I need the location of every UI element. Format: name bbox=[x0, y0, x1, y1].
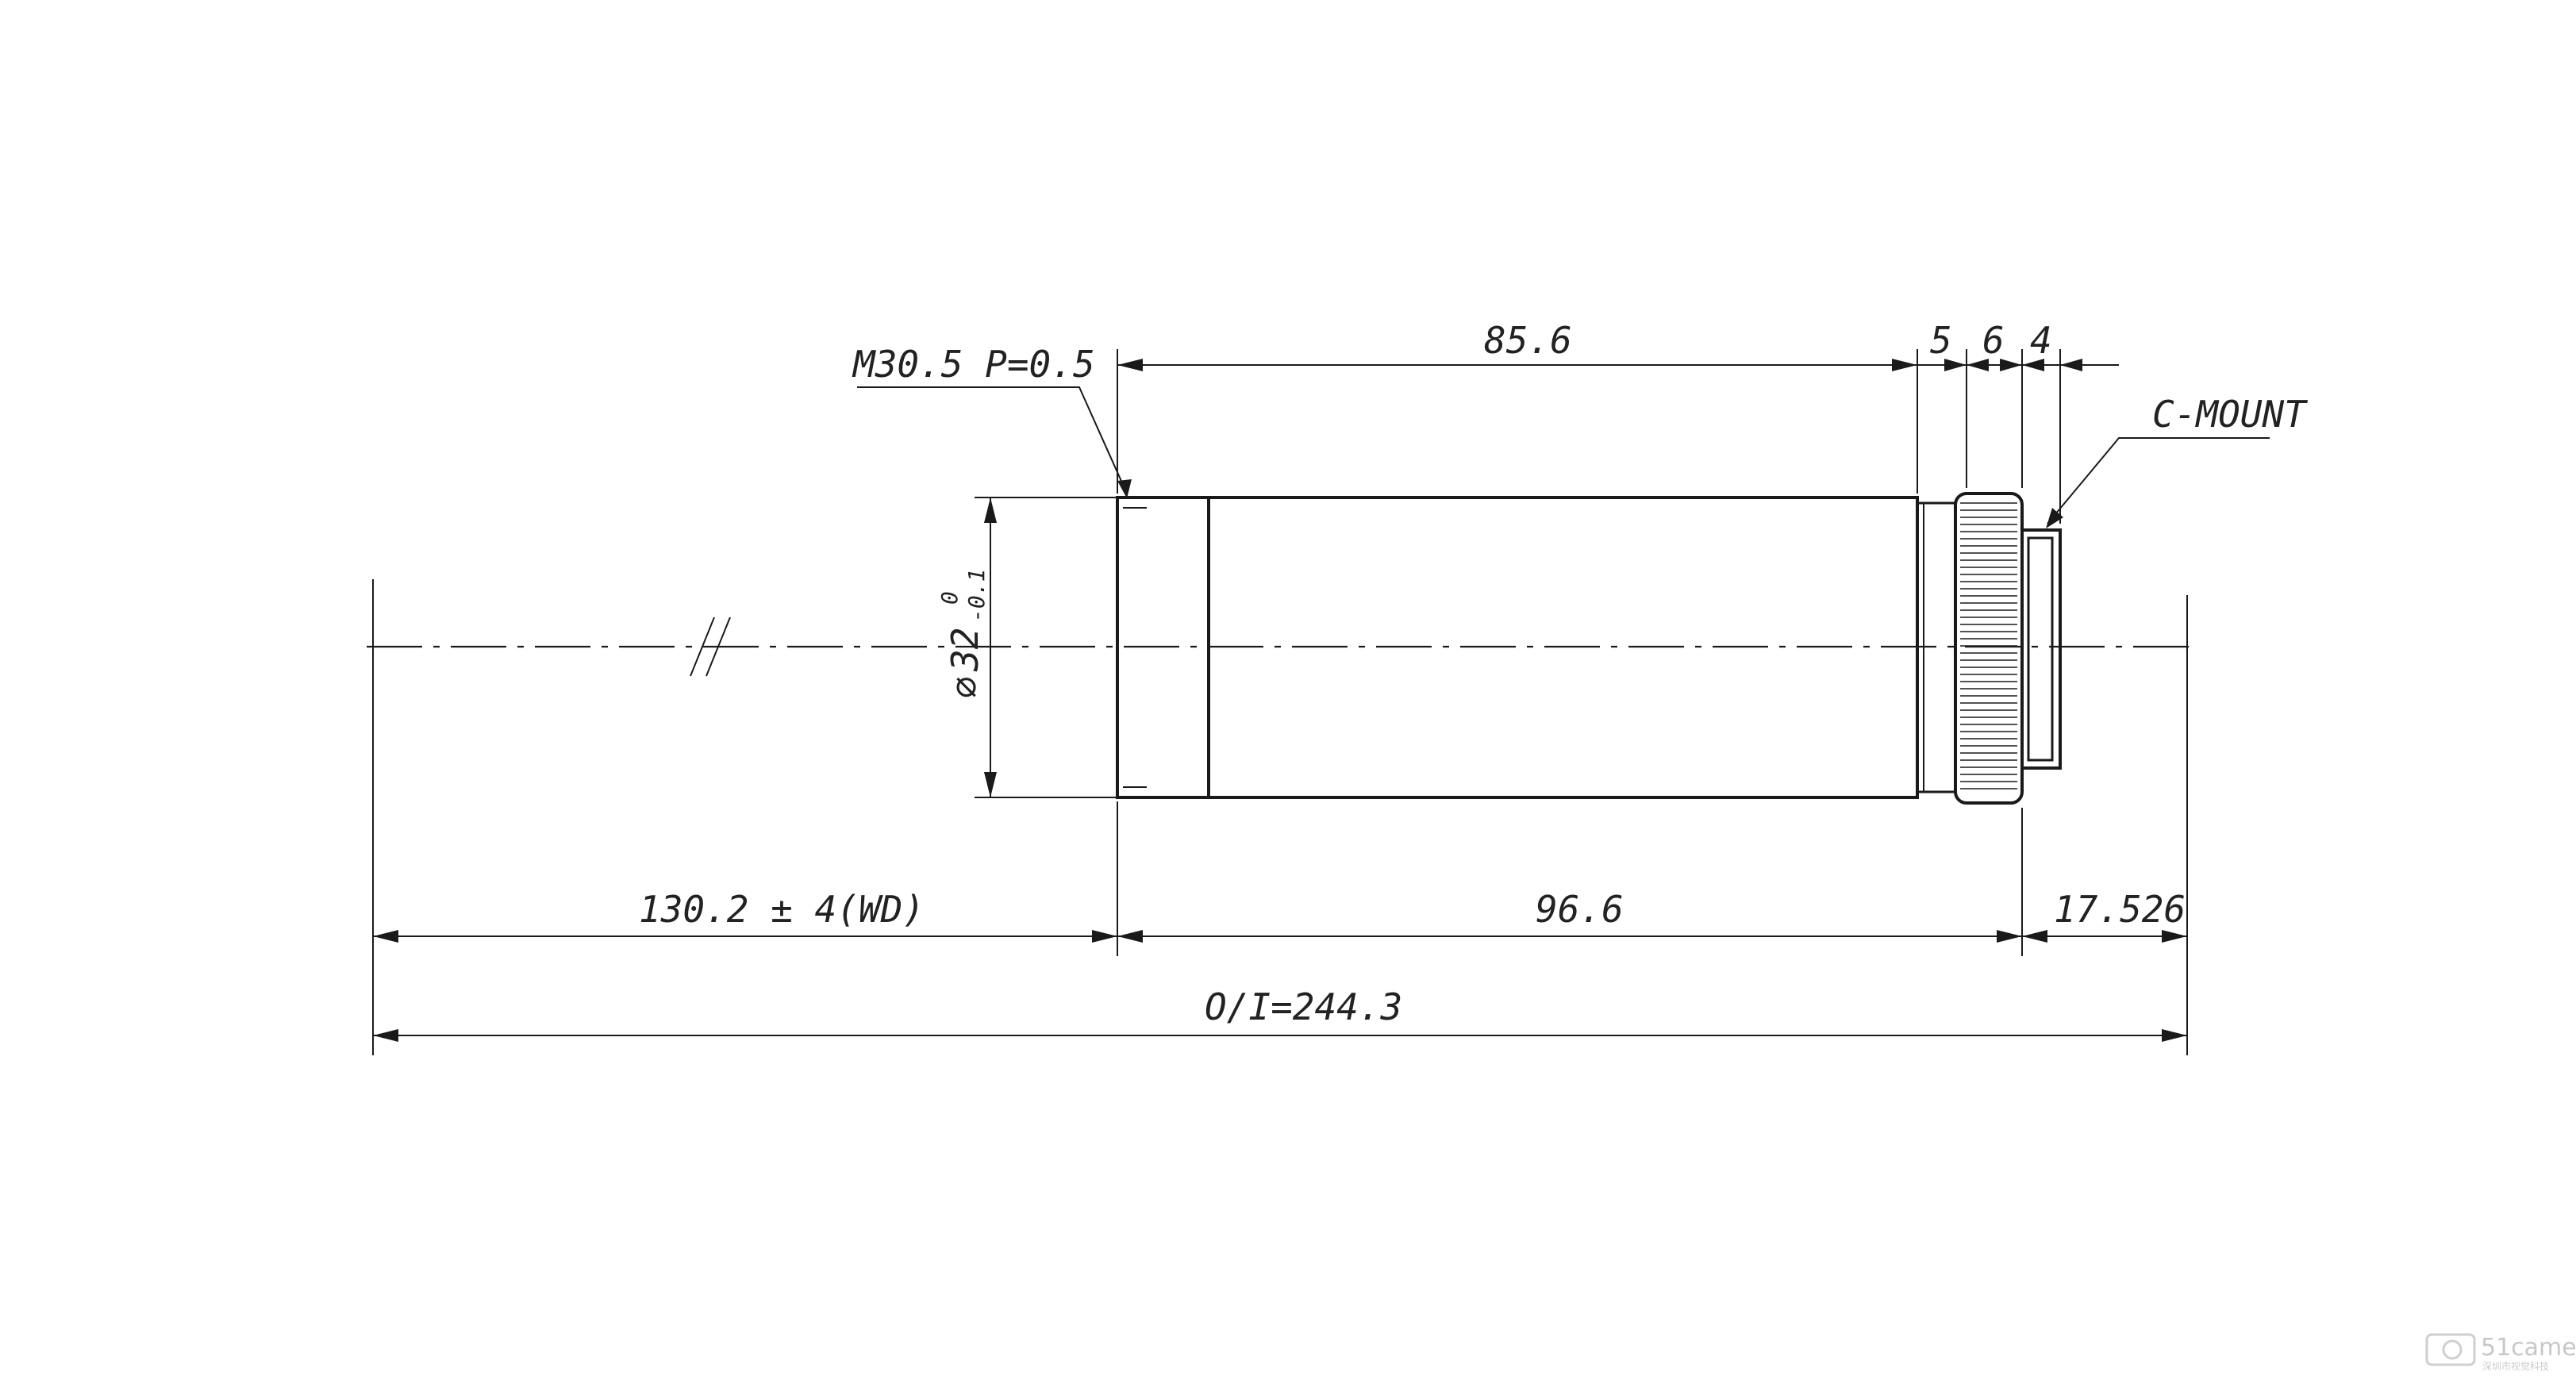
dim-step-c: 4 bbox=[2030, 319, 2052, 362]
dim-body-length: 85.6 bbox=[1484, 319, 1572, 362]
dim-step-a: 5 bbox=[1930, 319, 1952, 362]
knurl-pattern bbox=[1960, 502, 2017, 789]
dim-tol-lower: -0.1 bbox=[963, 569, 990, 622]
thread-leader-line bbox=[857, 386, 1128, 494]
axis-break-mark-2 bbox=[706, 617, 731, 677]
camera-logo-icon bbox=[2425, 1333, 2476, 1366]
dim-diameter-value: 32 bbox=[944, 628, 986, 672]
dim-step-b: 6 bbox=[1982, 319, 2005, 362]
dim-overall: O/I=244.3 bbox=[1205, 985, 1402, 1028]
dim-working-distance: 130.2 ± 4(WD) bbox=[639, 888, 925, 931]
lens-body bbox=[1116, 492, 2062, 805]
mount-label: C-MOUNT bbox=[2152, 393, 2308, 436]
dim-flange: 17.526 bbox=[2054, 888, 2186, 931]
dim-diameter-symbol: ⌀ bbox=[944, 676, 986, 698]
mount-leader-line bbox=[2047, 437, 2270, 524]
watermark-brand: 51camera bbox=[2481, 1334, 2576, 1362]
axis-break-mark-1 bbox=[690, 617, 715, 677]
dim-tol-upper: 0 bbox=[936, 591, 963, 605]
watermark-sub: 深圳市视觉科技 bbox=[2482, 1360, 2549, 1372]
c-mount-flange bbox=[2020, 528, 2062, 770]
thread-spec-label: M30.5 P=0.5 bbox=[852, 343, 1095, 386]
knurled-ring bbox=[1954, 492, 2024, 805]
watermark: 51camera 深圳市视觉科技 bbox=[2425, 1333, 2576, 1372]
dim-total-body: 96.6 bbox=[1536, 888, 1624, 931]
